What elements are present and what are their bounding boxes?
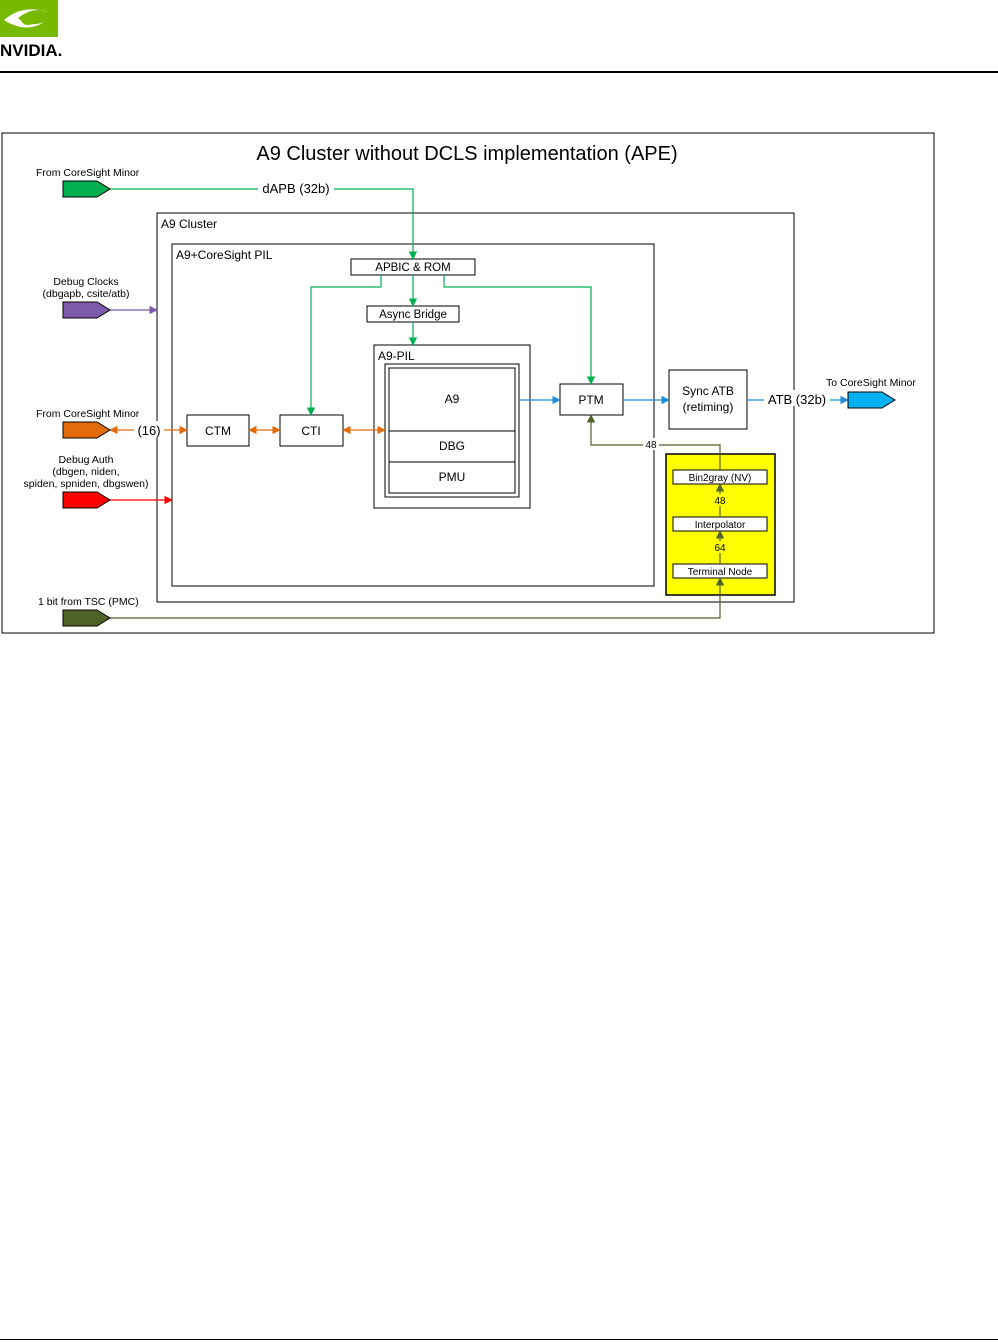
apbic-cti-wire [306, 275, 382, 416]
w48b-label-bg [712, 494, 728, 506]
brand-wordmark: NVIDIA. [0, 41, 62, 60]
apbic-ptm-wire [443, 275, 596, 385]
block-diagram: A9 Cluster without DCLS implementation (… [1, 132, 935, 634]
coresight-in1-port [62, 180, 111, 198]
dapb-label: dAPB (32b) [262, 181, 329, 196]
dbg-block [388, 430, 516, 463]
w48b-label: 48 [714, 496, 726, 507]
w48a-label-bg [643, 438, 659, 450]
pmu-block [388, 461, 516, 494]
debug-clocks-port [62, 301, 111, 319]
ptm-label: PTM [578, 393, 603, 407]
debug-auth-label-2: (dbgen, niden, [52, 466, 119, 478]
cti-label: CTI [301, 424, 320, 438]
debug-clocks-label-1: Debug Clocks [53, 276, 118, 288]
coresight-out-label: To CoreSight Minor [826, 377, 916, 389]
atb-label: ATB (32b) [768, 392, 826, 407]
interpolator-label: Interpolator [695, 520, 746, 531]
page-header: NVIDIA. [0, 0, 998, 72]
pil-label: A9+CoreSight PIL [176, 248, 273, 262]
sync-atb-label-2: (retiming) [683, 400, 734, 414]
coresight-in1-label: From CoreSight Minor [36, 167, 140, 179]
dbg-label: DBG [439, 439, 465, 453]
w64-label: 64 [714, 543, 726, 554]
ctm-label: CTM [205, 424, 231, 438]
w64-label-bg [712, 541, 728, 553]
apbic-rom-label: APBIC & ROM [375, 262, 450, 274]
tsc-wire [110, 577, 725, 619]
dapb-label-bg [258, 180, 334, 196]
a9-pil-label: A9-PIL [378, 349, 415, 363]
pmu-label: PMU [439, 470, 466, 484]
tsc-label: 1 bit from TSC (PMC) [38, 596, 139, 608]
bin2gray-label: Bin2gray (NV) [689, 473, 752, 484]
footer-rule [0, 1339, 998, 1340]
cti16-label-bg [134, 421, 164, 437]
ctm-block [186, 414, 250, 447]
debug-auth-label-3: spiden, spniden, dbgswen) [24, 478, 149, 490]
debug-clocks-label-2: (dbgapb, csite/atb) [43, 288, 130, 300]
terminal-node-label: Terminal Node [688, 567, 753, 578]
atb-label-bg [764, 390, 830, 406]
dapb-wire [110, 188, 418, 260]
coresight-in2-port [62, 421, 111, 439]
a9-cluster-label: A9 Cluster [161, 217, 217, 231]
debug-auth-label-1: Debug Auth [59, 454, 114, 466]
header-svg: NVIDIA. [0, 0, 62, 60]
a9-cluster-box [156, 212, 795, 603]
w48a-label: 48 [645, 440, 657, 451]
coresight-out-port [847, 391, 896, 409]
cti16-label: (16) [137, 423, 160, 438]
cti-block [279, 414, 344, 447]
header-rule [0, 71, 998, 73]
nvidia-logo: NVIDIA. [0, 0, 62, 60]
a9-core-label: A9 [445, 392, 460, 406]
a9-core-block [388, 367, 516, 432]
diagram-title: A9 Cluster without DCLS implementation (… [256, 143, 677, 165]
coresight-in2-label: From CoreSight Minor [36, 408, 140, 420]
async-bridge-label: Async Bridge [379, 309, 447, 321]
tsc-port [62, 609, 111, 627]
debug-auth-port [62, 491, 111, 509]
sync-atb-block [668, 369, 748, 430]
sync-atb-label-1: Sync ATB [682, 384, 734, 398]
